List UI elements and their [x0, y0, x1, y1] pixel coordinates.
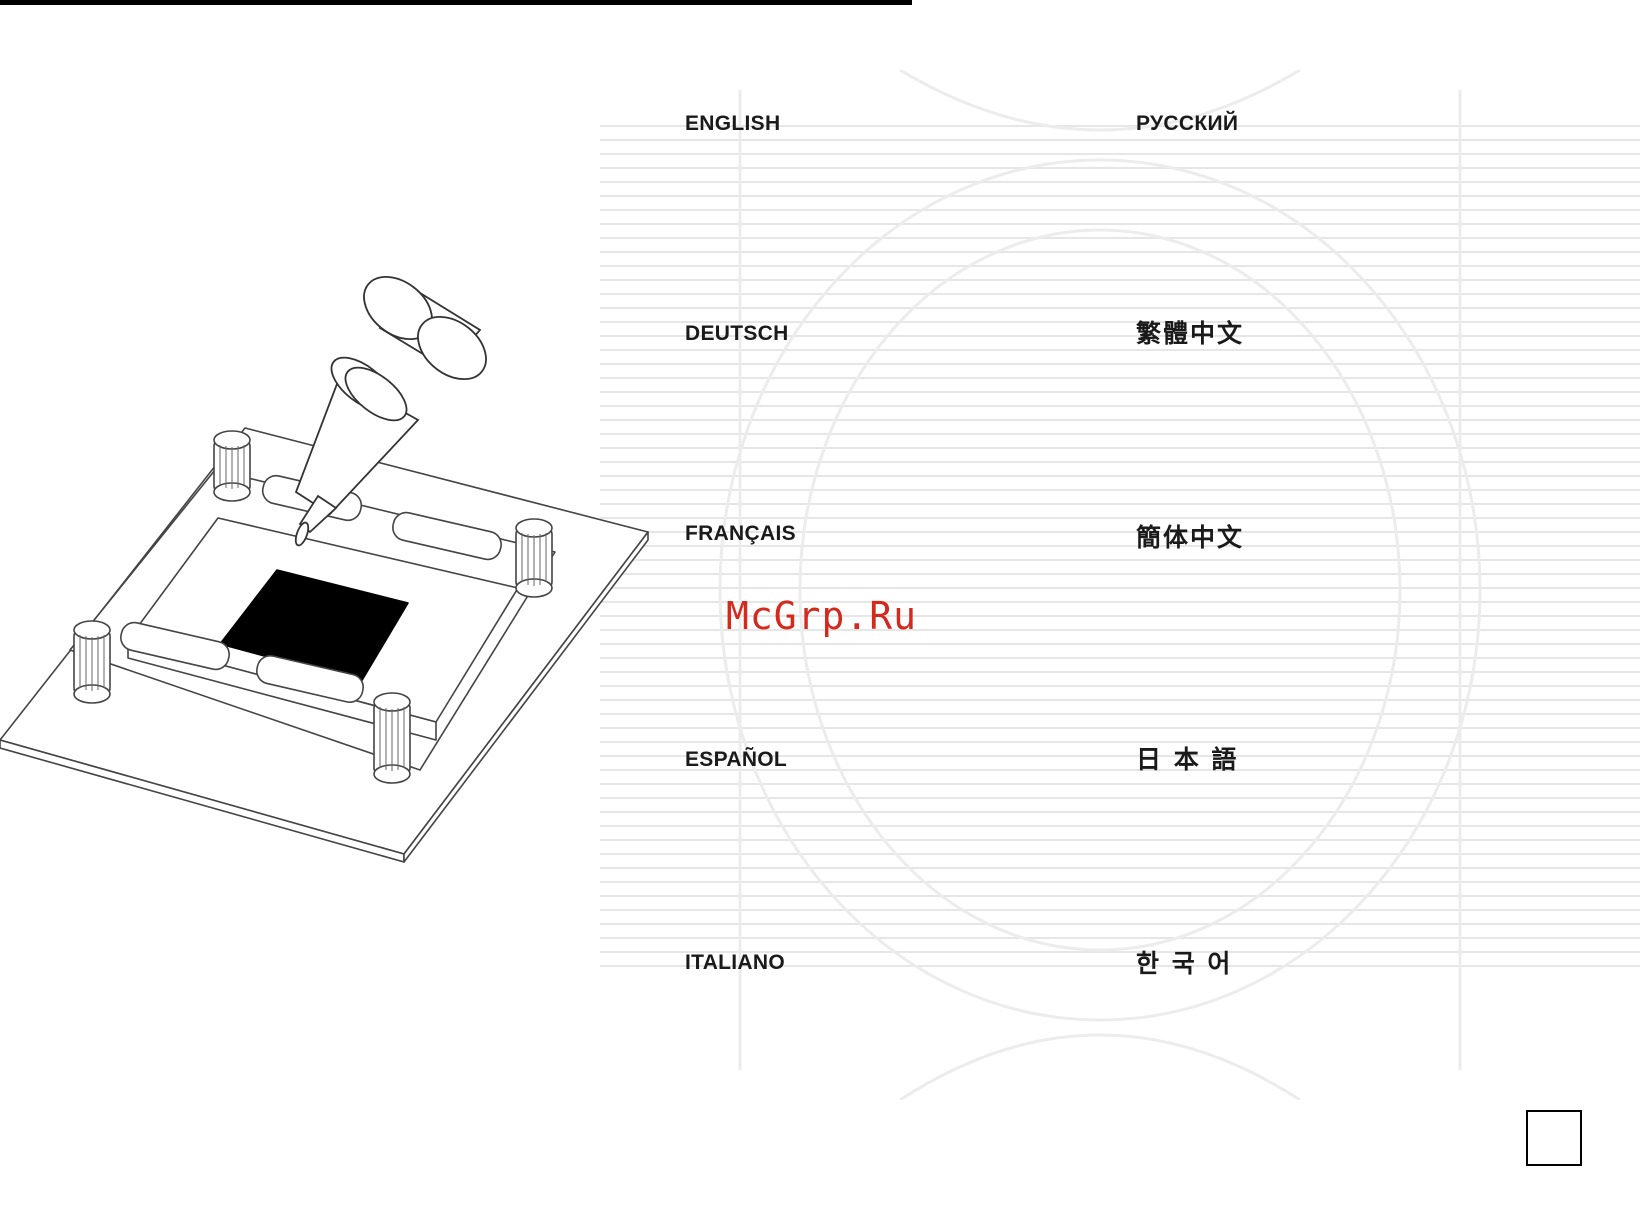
background-heatsink-art [600, 70, 1640, 1100]
language-traditional-chinese: 繁體中文 [1136, 314, 1244, 350]
page-number [1528, 1112, 1580, 1164]
watermark: McGrp.Ru [726, 594, 917, 638]
language-spanish: ESPAÑOL [685, 748, 787, 772]
thermal-paste-illustration [0, 270, 660, 870]
top-rule [0, 0, 912, 5]
page-number-box [1526, 1110, 1582, 1166]
language-english: ENGLISH [685, 112, 780, 136]
language-japanese: 日 本 語 [1136, 740, 1238, 776]
language-italian: ITALIANO [685, 951, 785, 975]
language-german: DEUTSCH [685, 322, 789, 346]
language-russian: РУССКИЙ [1136, 112, 1238, 136]
language-simplified-chinese: 簡体中文 [1136, 518, 1244, 554]
language-french: FRANÇAIS [685, 522, 796, 546]
language-korean: 한 국 어 [1136, 944, 1232, 980]
